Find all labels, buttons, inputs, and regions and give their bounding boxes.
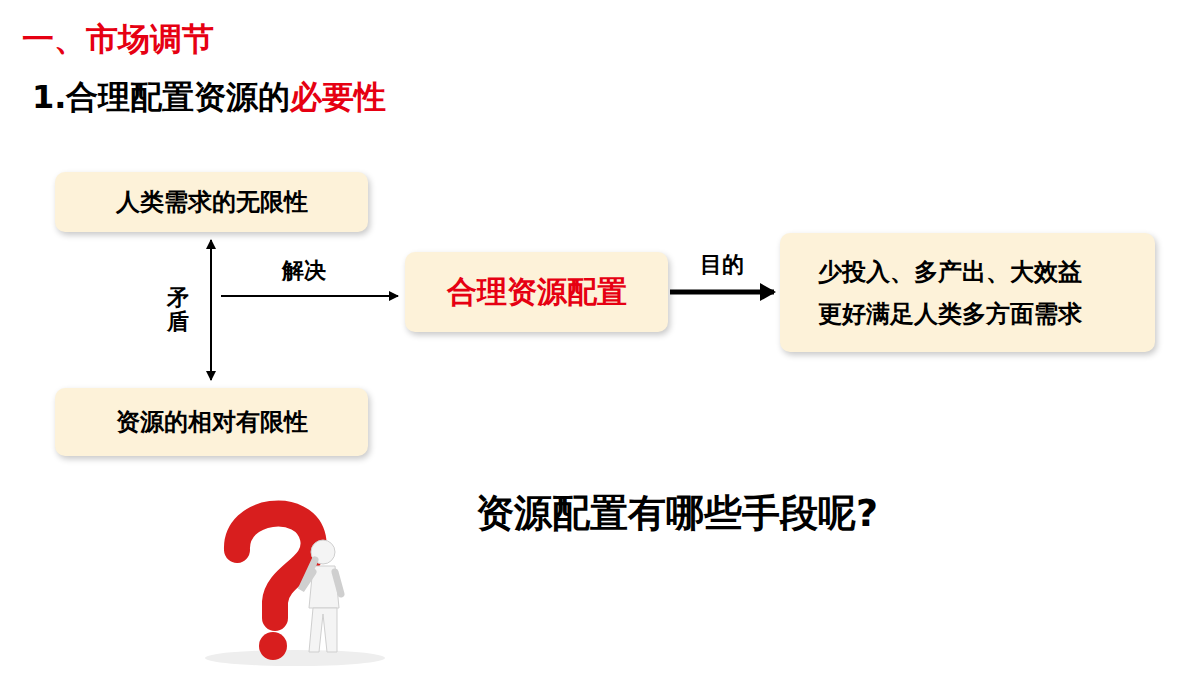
resolve-line (221, 295, 398, 297)
edge-label: 目的 (700, 250, 744, 280)
goal-box: 少投入、多产出、大效益 更好满足人类多方面需求 (780, 233, 1155, 352)
box-text: 资源的相对有限性 (116, 401, 308, 443)
box-text: 少投入、多产出、大效益 更好满足人类多方面需求 (818, 251, 1118, 335)
question-figure (195, 490, 395, 670)
box-text: 人类需求的无限性 (116, 181, 308, 223)
subtitle-emphasis: 必要性 (290, 76, 386, 120)
connector-arrow (670, 290, 774, 295)
line-label: 解决 (282, 256, 326, 286)
connector-arrow (210, 240, 212, 380)
question-text: 资源配置有哪些手段呢? (476, 488, 878, 539)
resource-box: 资源的相对有限性 (55, 388, 368, 456)
need-box: 人类需求的无限性 (55, 172, 368, 232)
edge-label: 矛盾 (167, 286, 189, 334)
box-text: 合理资源配置 (447, 266, 627, 319)
subtitle: 1.合理配置资源的 (32, 76, 290, 120)
section-title: 一、市场调节 (22, 18, 214, 62)
allocation-box: 合理资源配置 (405, 252, 668, 332)
